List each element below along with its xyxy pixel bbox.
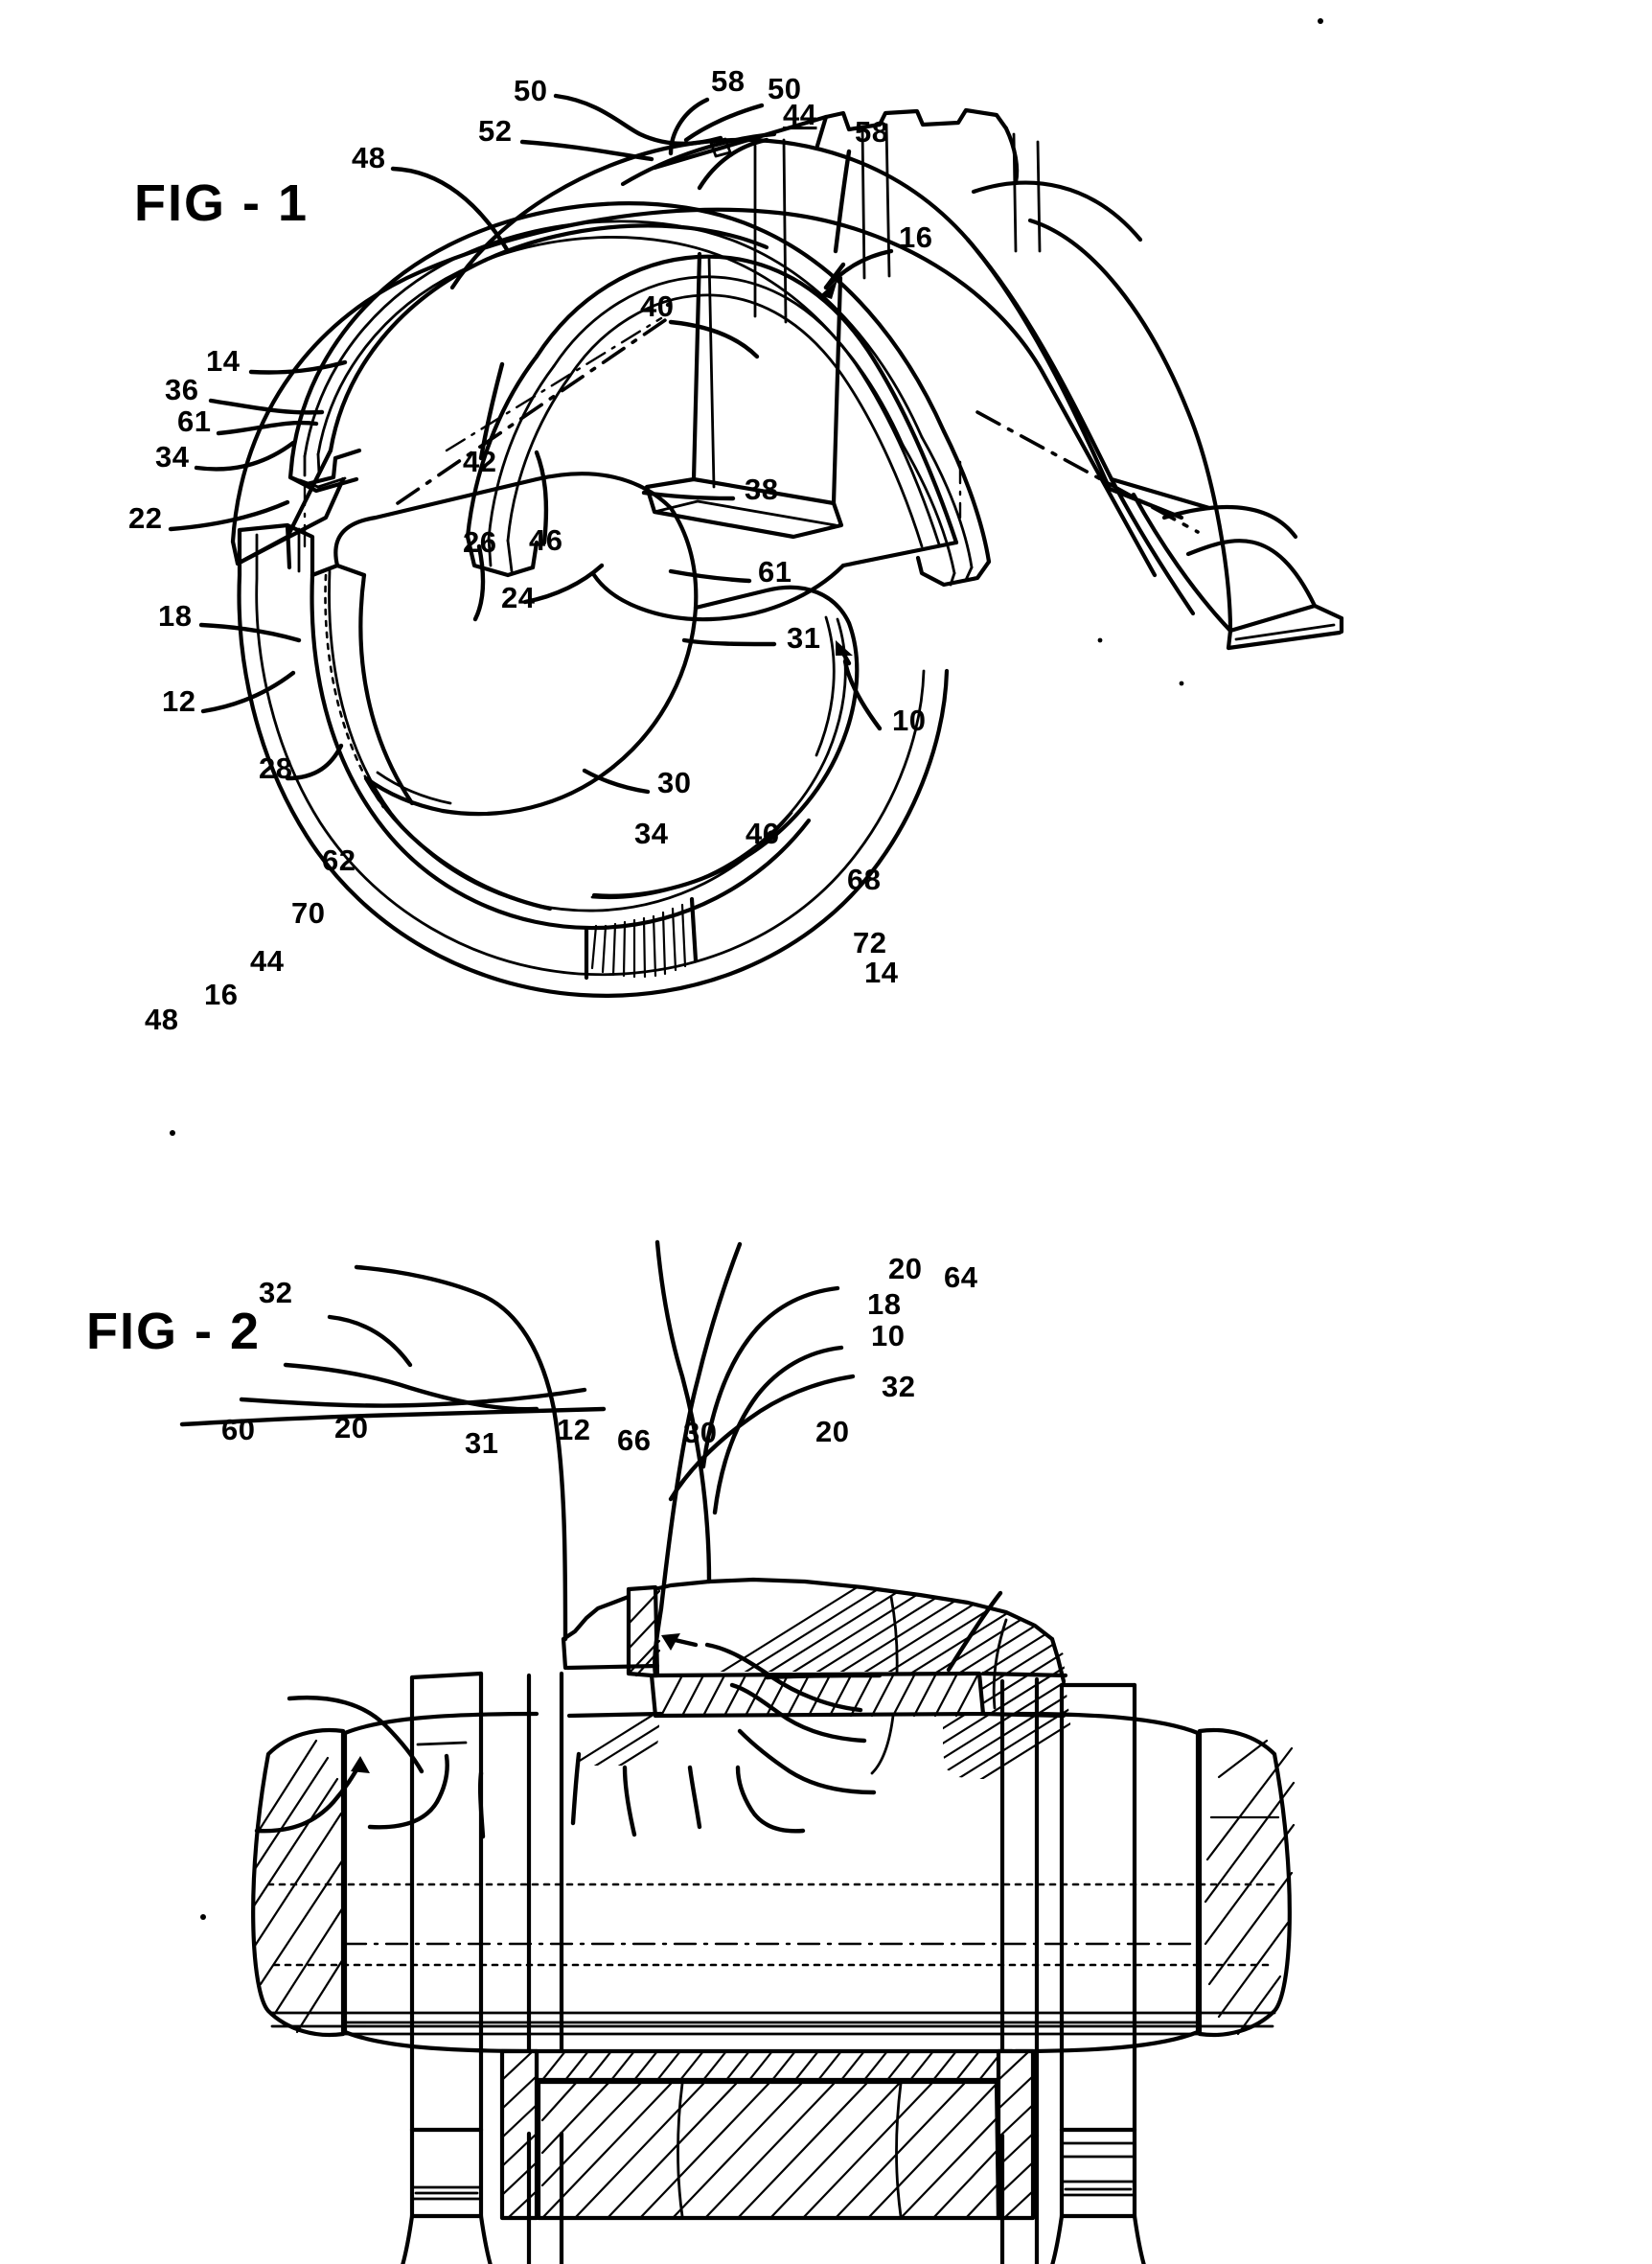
- f2-callout-18: 18: [867, 1287, 901, 1321]
- f2-callout-20c: 20: [815, 1415, 849, 1448]
- callout-14: 14: [206, 344, 241, 378]
- f2-callout-16: 16: [204, 978, 238, 1011]
- page-speck: [1318, 18, 1323, 24]
- f2-callout-30: 30: [683, 1416, 717, 1449]
- f2-callout-14: 14: [864, 956, 899, 989]
- lower-left-strip: [499, 2048, 539, 2221]
- f2-callout-60: 60: [221, 1413, 255, 1446]
- shaft-left-break: [251, 1727, 346, 2038]
- figure-1-label: FIG - 1: [134, 174, 309, 232]
- callout-42: 42: [463, 445, 496, 478]
- lower-insert-block: [534, 2048, 1015, 2083]
- f2-callout-48: 48: [145, 1003, 178, 1036]
- callout-50: 50: [514, 74, 547, 107]
- f2-callout-70: 70: [291, 896, 325, 930]
- f2-callout-64: 64: [944, 1260, 978, 1294]
- upper-insert-hatch: [649, 1671, 986, 1719]
- callout-50b: 50: [768, 72, 801, 105]
- callout-38: 38: [745, 473, 778, 506]
- callout-52: 52: [478, 114, 512, 148]
- figure-2-leaders: [179, 1239, 1003, 1839]
- f2-callout-32b: 32: [882, 1370, 915, 1403]
- callout-31: 31: [787, 621, 820, 655]
- f2-callout-32: 32: [259, 1276, 292, 1309]
- f2-callout-20: 20: [888, 1252, 922, 1285]
- lower-right-strip: [996, 2048, 1036, 2221]
- f2-callout-34: 34: [634, 817, 669, 850]
- lower-bearing-body: [536, 2079, 1001, 2221]
- f2-callout-62: 62: [322, 843, 356, 877]
- callout-36: 36: [165, 373, 198, 406]
- callout-44: 44: [783, 98, 817, 131]
- callout-text-layer: FIG - 1 FIG - 2 48 50 52 58 50 44 58 16 …: [86, 64, 978, 1460]
- callout-18: 18: [158, 599, 192, 633]
- shading-30: [590, 903, 687, 979]
- callout-58b: 58: [855, 115, 888, 149]
- page-speck: [170, 1130, 175, 1136]
- callout-46: 46: [529, 523, 562, 557]
- f2-callout-68: 68: [847, 863, 881, 896]
- callout-28: 28: [259, 751, 292, 785]
- callout-61: 61: [177, 404, 211, 438]
- callout-34: 34: [155, 440, 190, 474]
- page-speck: [200, 1914, 206, 1920]
- f2-callout-10: 10: [871, 1319, 905, 1352]
- callout-40: 40: [640, 289, 674, 323]
- callout-12: 12: [162, 684, 195, 718]
- callout-24: 24: [501, 581, 536, 614]
- f2-callout-46: 46: [746, 817, 779, 850]
- callout-58: 58: [711, 64, 745, 98]
- figure-2-label: FIG - 2: [86, 1303, 261, 1360]
- callout-22: 22: [128, 501, 162, 535]
- figure-2-artwork: [179, 1239, 1296, 2264]
- callout-30: 30: [657, 766, 691, 799]
- figure-1-artwork: [168, 93, 1344, 998]
- f2-callout-12: 12: [557, 1413, 590, 1446]
- f2-callout-31: 31: [465, 1426, 498, 1460]
- f2-callout-72: 72: [853, 926, 886, 959]
- f2-callout-44: 44: [250, 944, 285, 978]
- f2-callout-20b: 20: [334, 1411, 368, 1444]
- callout-48: 48: [352, 141, 385, 174]
- callout-16: 16: [899, 220, 932, 254]
- callout-61b: 61: [758, 555, 792, 589]
- callout-10: 10: [892, 704, 926, 737]
- shaft-right-break: [1197, 1727, 1296, 2038]
- f2-callout-66: 66: [617, 1423, 651, 1457]
- figure-1-leaders: [168, 93, 894, 795]
- callout-26: 26: [463, 525, 496, 559]
